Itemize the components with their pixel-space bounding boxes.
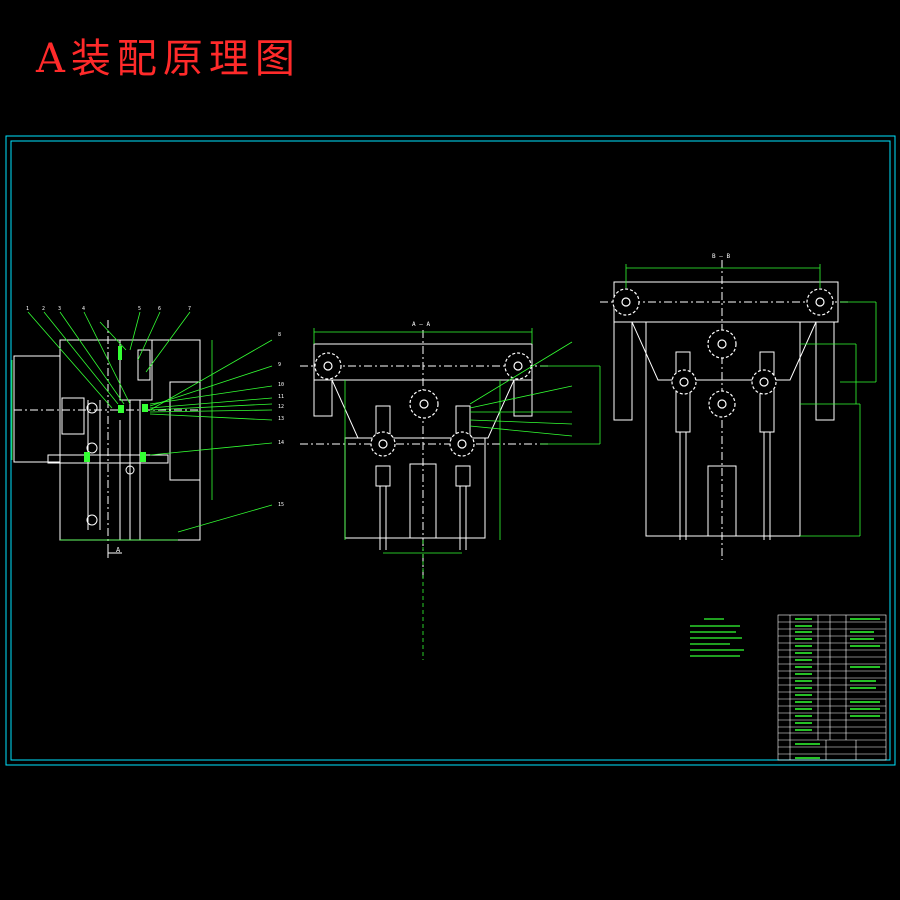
svg-text:8: 8 — [278, 332, 281, 338]
svg-text:14: 14 — [278, 440, 284, 446]
side-view-arrow — [107, 548, 122, 558]
svg-text:9: 9 — [278, 362, 281, 368]
section-bb-sprockets — [612, 288, 834, 418]
parts-list-entries — [795, 618, 880, 759]
technical-notes — [690, 618, 744, 657]
section-aa-sprockets — [314, 352, 532, 457]
svg-text:13: 13 — [278, 416, 284, 422]
svg-text:11: 11 — [278, 394, 284, 400]
svg-text:2: 2 — [42, 306, 45, 312]
svg-text:4: 4 — [82, 306, 85, 312]
svg-text:12: 12 — [278, 404, 284, 410]
side-arrow-label: A — [116, 546, 121, 554]
side-view-leaders — [11, 311, 273, 541]
svg-text:5: 5 — [138, 306, 141, 312]
parts-list-table — [777, 614, 887, 761]
drawing-frame — [5, 135, 896, 766]
callout-numbers: 1 2 3 4 5 6 7 8 9 10 11 12 13 14 15 — [26, 306, 284, 508]
svg-text:3: 3 — [58, 306, 61, 312]
side-view-highlights — [84, 346, 148, 462]
svg-text:1: 1 — [26, 306, 29, 312]
svg-text:6: 6 — [158, 306, 161, 312]
section-aa-label: A — A — [412, 321, 430, 328]
svg-text:15: 15 — [278, 502, 284, 508]
svg-text:7: 7 — [188, 306, 191, 312]
drawing-title: A装配原理图 — [36, 36, 301, 82]
section-bb-label: B — B — [712, 253, 730, 260]
side-view — [13, 320, 201, 560]
svg-text:10: 10 — [278, 382, 284, 388]
section-aa-dimensions — [313, 328, 601, 660]
section-bb-dimensions — [625, 264, 877, 537]
